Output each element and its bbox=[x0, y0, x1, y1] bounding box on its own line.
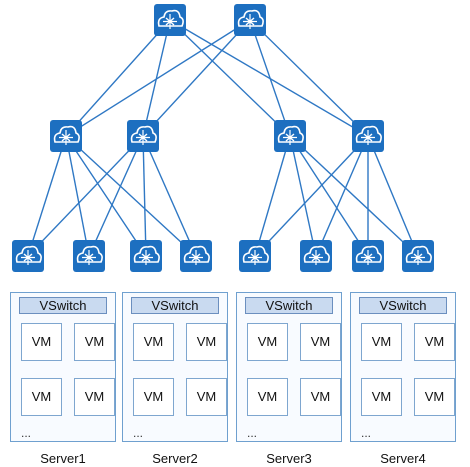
network-link bbox=[367, 135, 419, 257]
network-link bbox=[142, 19, 251, 137]
vm-4: VM bbox=[74, 378, 115, 416]
network-link bbox=[27, 135, 67, 257]
network-link bbox=[169, 19, 369, 137]
network-link bbox=[65, 19, 251, 137]
access-switch-8-icon bbox=[401, 239, 435, 273]
network-link bbox=[27, 135, 144, 257]
vm-2: VM bbox=[186, 323, 227, 361]
vm-2: VM bbox=[300, 323, 341, 361]
network-link bbox=[65, 135, 147, 257]
vm-1: VM bbox=[133, 323, 174, 361]
network-topology bbox=[11, 3, 435, 273]
links-layer bbox=[27, 19, 419, 257]
more-vms: ... bbox=[361, 426, 372, 440]
vswitch: VSwitch bbox=[19, 297, 107, 314]
agg-switch-1-icon bbox=[49, 119, 83, 153]
server-1: VSwitch VM VM VM VM ... bbox=[10, 292, 116, 442]
access-switch-1-icon bbox=[11, 239, 45, 273]
access-switch-6-icon bbox=[299, 239, 333, 273]
network-link bbox=[249, 19, 291, 137]
vm-2: VM bbox=[414, 323, 455, 361]
core-switch-1-icon bbox=[153, 3, 187, 37]
access-switch-3-icon bbox=[129, 239, 163, 273]
network-link bbox=[65, 19, 171, 137]
nodes-layer bbox=[11, 3, 435, 273]
network-link bbox=[142, 135, 197, 257]
server-label-2: Server2 bbox=[152, 451, 198, 466]
access-switch-4-icon bbox=[179, 239, 213, 273]
network-link bbox=[289, 135, 419, 257]
network-link bbox=[254, 135, 291, 257]
vswitch: VSwitch bbox=[131, 297, 219, 314]
network-link bbox=[254, 135, 369, 257]
access-switch-2-icon bbox=[72, 239, 106, 273]
vm-1: VM bbox=[247, 323, 288, 361]
network-link bbox=[249, 19, 369, 137]
vswitch: VSwitch bbox=[359, 297, 447, 314]
server-2: VSwitch VM VM VM VM ... bbox=[122, 292, 228, 442]
vm-3: VM bbox=[21, 378, 62, 416]
vswitch: VSwitch bbox=[245, 297, 333, 314]
server-label-3: Server3 bbox=[266, 451, 312, 466]
agg-switch-2-icon bbox=[126, 119, 160, 153]
core-switch-2-icon bbox=[233, 3, 267, 37]
vm-3: VM bbox=[247, 378, 288, 416]
agg-switch-4-icon bbox=[351, 119, 385, 153]
access-switch-7-icon bbox=[351, 239, 385, 273]
vm-3: VM bbox=[361, 378, 402, 416]
vm-1: VM bbox=[361, 323, 402, 361]
vm-1: VM bbox=[21, 323, 62, 361]
network-link bbox=[142, 135, 147, 257]
more-vms: ... bbox=[247, 426, 258, 440]
vm-4: VM bbox=[186, 378, 227, 416]
server-label-1: Server1 bbox=[40, 451, 86, 466]
vm-2: VM bbox=[74, 323, 115, 361]
network-link bbox=[169, 19, 291, 137]
network-link bbox=[65, 135, 90, 257]
network-link bbox=[142, 19, 171, 137]
server-4: VSwitch VM VM VM VM ... bbox=[350, 292, 456, 442]
vm-3: VM bbox=[133, 378, 174, 416]
network-link bbox=[289, 135, 317, 257]
more-vms: ... bbox=[21, 426, 32, 440]
network-link bbox=[315, 135, 369, 257]
vm-4: VM bbox=[300, 378, 341, 416]
agg-switch-3-icon bbox=[273, 119, 307, 153]
access-switch-5-icon bbox=[238, 239, 272, 273]
network-link bbox=[289, 135, 369, 257]
vm-4: VM bbox=[414, 378, 455, 416]
server-label-4: Server4 bbox=[380, 451, 426, 466]
server-3: VSwitch VM VM VM VM ... bbox=[236, 292, 342, 442]
network-link bbox=[65, 135, 197, 257]
more-vms: ... bbox=[133, 426, 144, 440]
network-link bbox=[88, 135, 144, 257]
